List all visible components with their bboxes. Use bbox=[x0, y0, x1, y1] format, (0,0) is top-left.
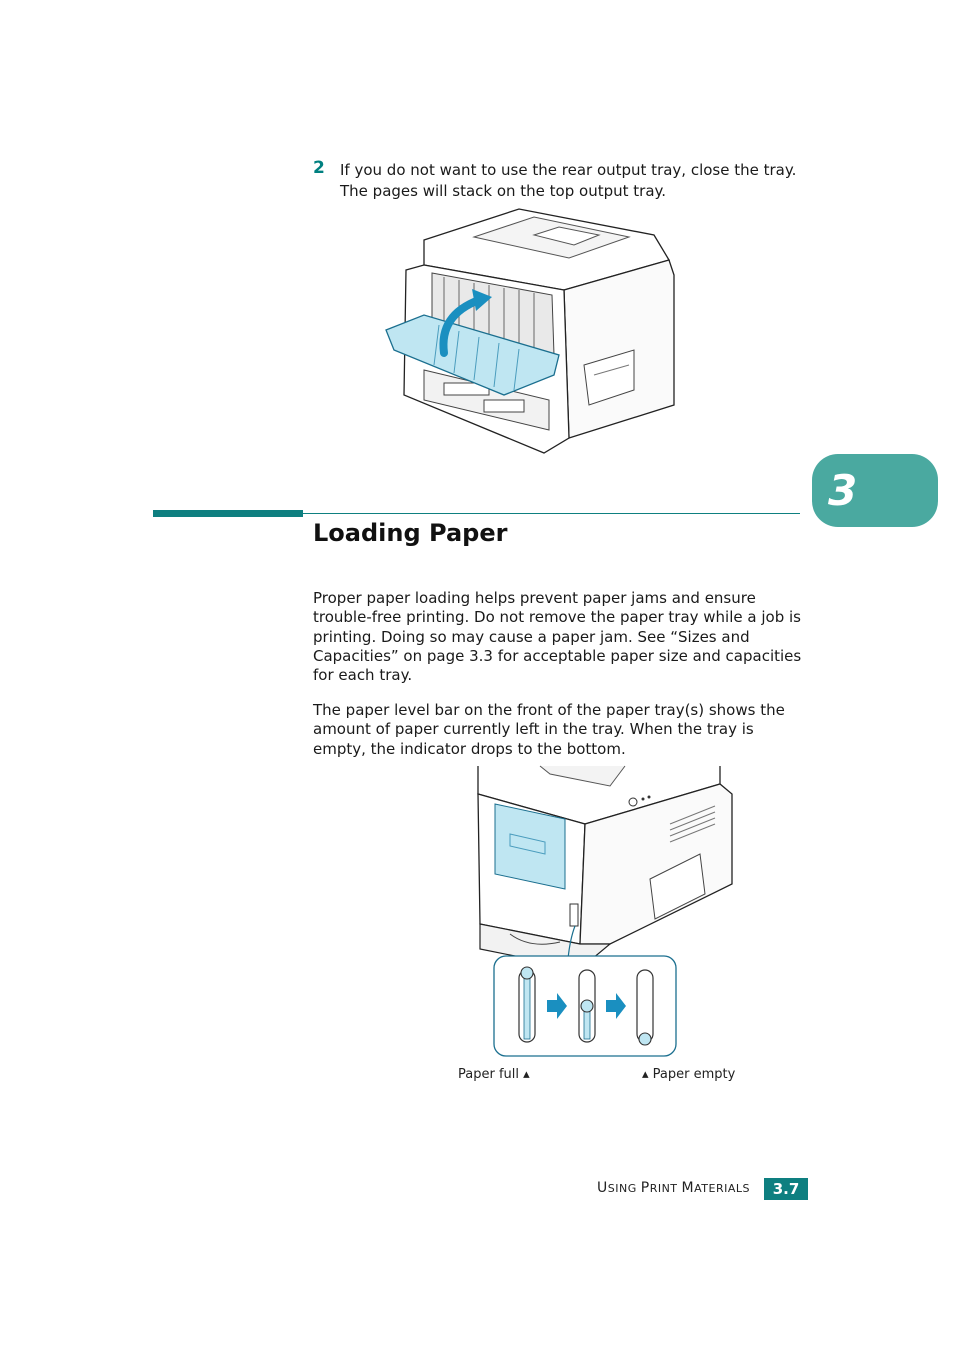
level-indicator-knob bbox=[520, 966, 534, 980]
body-paragraph-2: The paper level bar on the front of the … bbox=[313, 701, 785, 758]
level-gauge-1 bbox=[518, 966, 536, 1043]
section-rule-thin bbox=[302, 513, 800, 514]
level-gauge-2 bbox=[578, 969, 596, 1043]
caption-paper-full: Paper full ▴ bbox=[458, 1067, 530, 1082]
caption-paper-empty: ▴ Paper empty bbox=[642, 1067, 736, 1082]
level-indicator-knob bbox=[580, 999, 594, 1013]
level-gauge-3 bbox=[636, 969, 654, 1046]
level-indicator-knob bbox=[638, 1032, 652, 1046]
body-paragraph-1: Proper paper loading helps prevent paper… bbox=[313, 589, 802, 685]
section-rule-thick bbox=[153, 510, 303, 517]
step-text: If you do not want to use the rear outpu… bbox=[340, 161, 797, 200]
caret-up-icon: ▴ bbox=[523, 1067, 530, 1082]
footer-running-title: USING PRINT MATERIALS bbox=[597, 1180, 750, 1196]
page-number-badge: 3.7 bbox=[764, 1178, 808, 1200]
printer-rear-tray-illustration bbox=[385, 208, 675, 454]
paper-level-gauges bbox=[518, 966, 654, 1046]
step-number: 2 bbox=[313, 158, 325, 178]
chapter-tab: 3 bbox=[812, 454, 938, 527]
arrow-right-icon bbox=[606, 993, 626, 1019]
caret-up-icon: ▴ bbox=[642, 1067, 649, 1082]
section-heading: Loading Paper bbox=[313, 519, 508, 547]
arrow-right-icon bbox=[547, 993, 567, 1019]
